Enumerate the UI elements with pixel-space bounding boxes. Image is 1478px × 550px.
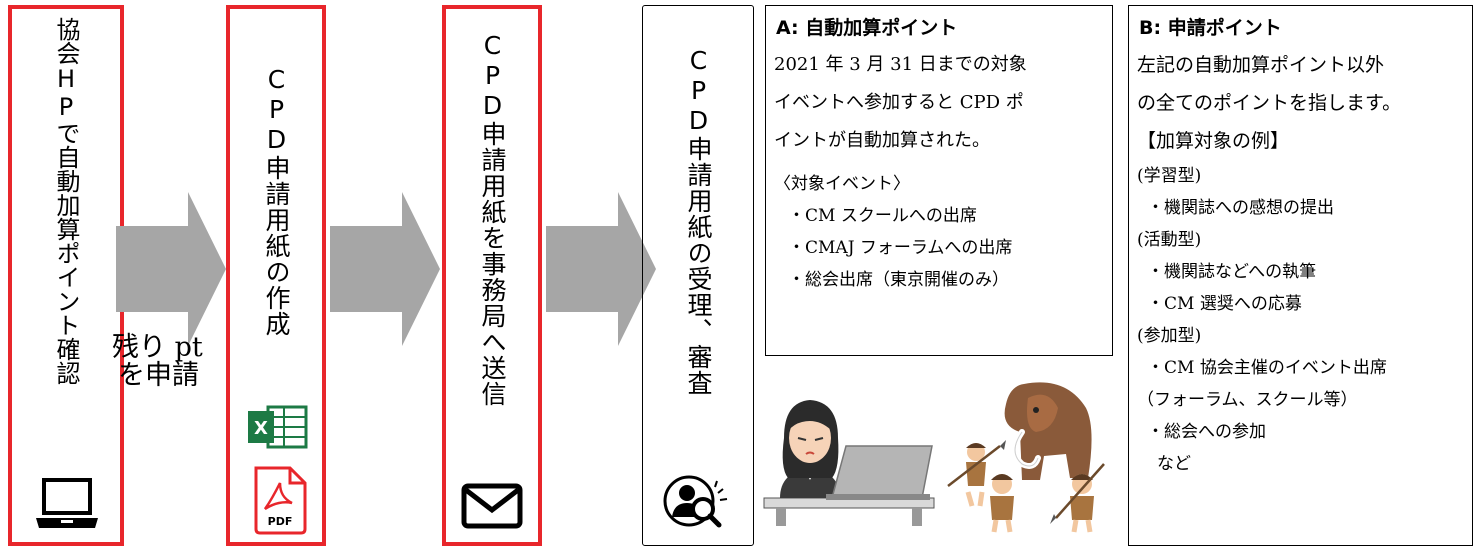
- flow-arrow-2: [330, 192, 440, 346]
- excel-label: X: [254, 418, 268, 439]
- excel-icon: X: [248, 405, 308, 449]
- step-2-text: CPD申請用紙の作成: [262, 65, 291, 337]
- envelope-icon: [461, 483, 523, 529]
- box-b-item-1: (学習型): [1137, 166, 1202, 186]
- box-b-line-1: 左記の自動加算ポイント以外: [1137, 54, 1385, 76]
- step-4-box: CPD申請用紙の受理、審査: [642, 5, 754, 546]
- arrow-1-label-line-1: 残り pt: [112, 332, 203, 363]
- person-search-icon: [663, 475, 728, 528]
- laptop-icon: [36, 478, 98, 528]
- step-4-text: CPD申請用紙の受理、審査: [684, 46, 713, 396]
- step-1-text: 協会HPで自動加算ポイント確認: [52, 17, 80, 385]
- box-a-title: A: 自動加算ポイント: [776, 17, 958, 39]
- box-a-event-1: ・CM スクールへの出席: [788, 206, 977, 226]
- box-b-item-8: （フォーラム、スクール等）: [1137, 390, 1358, 410]
- box-a-line-2: イベントへ参加すると CPD ポ: [774, 92, 1024, 113]
- step-3-box: CPD申請用紙を事務局へ送信: [442, 5, 542, 546]
- box-b-item-2: ・機関誌への感想の提出: [1147, 198, 1334, 218]
- arrow-1-label: 残り pt を申請: [112, 334, 242, 390]
- box-b-item-7: ・CM 協会主催のイベント出席: [1147, 358, 1387, 378]
- box-a-event-3: ・総会出席（東京開催のみ）: [788, 270, 1009, 290]
- box-a-line-3: イントが自動加算された。: [774, 130, 990, 151]
- box-b-title: B: 申請ポイント: [1139, 17, 1282, 39]
- mammoth-hunters-illustration: [947, 382, 1105, 533]
- box-b-application-points: B: 申請ポイント 左記の自動加算ポイント以外 の全てのポイントを指します。 【…: [1128, 5, 1473, 546]
- box-b-item-3: (活動型): [1137, 230, 1202, 250]
- pdf-icon: PDF: [254, 466, 307, 535]
- box-b-examples-heading: 【加算対象の例】: [1137, 130, 1290, 152]
- box-a-event-2: ・CMAJ フォーラムへの出席: [788, 238, 1013, 258]
- box-b-item-6: (参加型): [1137, 326, 1202, 346]
- box-b-item-5: ・CM 選奨への応募: [1147, 294, 1302, 314]
- flow-arrow-1: [116, 192, 226, 346]
- flow-arrow-3: [546, 192, 656, 346]
- box-b-item-4: ・機関誌などへの執筆: [1147, 262, 1317, 282]
- woman-at-laptop-illustration: [763, 400, 935, 526]
- arrow-1-label-line-2: を申請: [118, 360, 199, 391]
- box-a-line-1: 2021 年 3 月 31 日までの対象: [774, 54, 1027, 75]
- step-3-text: CPD申請用紙を事務局へ送信: [478, 31, 507, 407]
- box-a-auto-points: A: 自動加算ポイント 2021 年 3 月 31 日までの対象 イベントへ参加…: [765, 5, 1113, 356]
- box-a-events-heading: 〈対象イベント〉: [774, 174, 910, 194]
- step-2-box: CPD申請用紙の作成 X PDF: [226, 5, 326, 546]
- box-b-line-2: の全てのポイントを指します。: [1137, 92, 1402, 114]
- pdf-label: PDF: [268, 515, 293, 528]
- step-1-box: 協会HPで自動加算ポイント確認: [8, 5, 124, 546]
- box-b-item-10: など: [1157, 454, 1191, 474]
- box-b-item-9: ・総会への参加: [1147, 422, 1266, 442]
